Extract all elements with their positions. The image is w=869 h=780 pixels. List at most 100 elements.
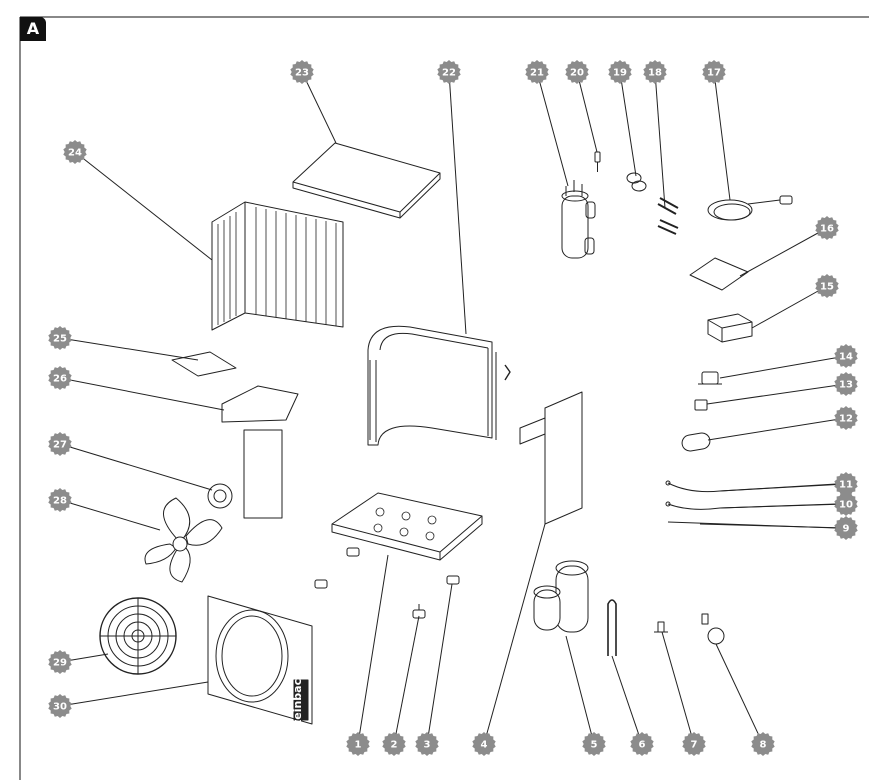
base-plate-drawing bbox=[331, 492, 483, 561]
leader-line-capillary-tube bbox=[611, 655, 643, 745]
front-panel-drawing bbox=[207, 595, 313, 725]
control-box-drawing bbox=[707, 313, 753, 343]
brand-logo: Steinbach bbox=[291, 671, 304, 733]
part-number: 30 bbox=[53, 702, 67, 713]
capacitor-drawing bbox=[681, 432, 711, 452]
badge-shape bbox=[415, 732, 439, 756]
part-number: 26 bbox=[53, 374, 67, 385]
badge-shape bbox=[48, 650, 72, 674]
part-number: 28 bbox=[53, 496, 67, 507]
relay-drawing bbox=[698, 371, 722, 385]
compressor-drawing bbox=[533, 560, 589, 633]
callout-top-cover: 23 bbox=[290, 60, 314, 84]
leader-line-sensor-cable-long bbox=[719, 483, 847, 492]
callout-front-panel: 30 bbox=[48, 694, 72, 718]
badge-shape bbox=[565, 60, 589, 84]
badge-shape bbox=[346, 732, 370, 756]
callout-temperature-probe: 8 bbox=[751, 732, 775, 756]
badge-shape bbox=[525, 60, 549, 84]
leader-lines bbox=[59, 71, 847, 745]
part-number: 13 bbox=[839, 380, 853, 391]
callout-rubber-foot: 3 bbox=[415, 732, 439, 756]
badge-shape bbox=[382, 732, 406, 756]
bracket-drawing bbox=[171, 351, 237, 377]
heat-exchanger-drawing bbox=[561, 180, 596, 259]
pressure-switch-drawing bbox=[654, 621, 668, 633]
leader-line-terminal-block bbox=[706, 383, 847, 405]
callout-hose-clamp: 19 bbox=[608, 60, 632, 84]
terminal-block-drawing bbox=[694, 399, 708, 411]
part-number: 1 bbox=[355, 740, 362, 751]
callout-pressure-switch: 7 bbox=[682, 732, 706, 756]
badge-shape bbox=[834, 472, 858, 496]
badge-shape bbox=[290, 60, 314, 84]
callout-sensor-wire: 9 bbox=[834, 516, 858, 540]
part-number: 16 bbox=[820, 224, 834, 235]
leader-line-evaporator-coil bbox=[448, 71, 467, 335]
badge-shape bbox=[472, 732, 496, 756]
leader-line-base-foot bbox=[357, 554, 389, 745]
callout-sensor-cable-long: 11 bbox=[834, 472, 858, 496]
evaporator-coil-drawing bbox=[367, 325, 511, 446]
leader-line-hose-connector bbox=[654, 71, 666, 209]
callout-rear-grille: 24 bbox=[63, 140, 87, 164]
part-number: 3 bbox=[424, 740, 431, 751]
leader-line-motor-bracket bbox=[59, 377, 225, 411]
part-number: 27 bbox=[53, 440, 67, 451]
leader-line-pressure-switch bbox=[661, 631, 695, 745]
part-number: 15 bbox=[820, 282, 834, 293]
part-number: 6 bbox=[639, 740, 646, 751]
badge-shape bbox=[48, 694, 72, 718]
badge-shape bbox=[608, 60, 632, 84]
part-number: 14 bbox=[839, 352, 853, 363]
leader-line-capacitor bbox=[707, 417, 847, 441]
part-number: 18 bbox=[648, 68, 662, 79]
part-number: 8 bbox=[760, 740, 767, 751]
badge-shape bbox=[834, 406, 858, 430]
badge-shape bbox=[682, 732, 706, 756]
callout-divider-panel: 4 bbox=[472, 732, 496, 756]
leader-line-bracket bbox=[59, 337, 199, 361]
callout-fan-guard: 29 bbox=[48, 650, 72, 674]
badge-shape bbox=[48, 366, 72, 390]
fan-blade-drawing bbox=[144, 497, 223, 583]
leader-line-valve-core bbox=[576, 71, 598, 153]
badge-shape bbox=[582, 732, 606, 756]
leader-line-sensor-cable bbox=[719, 503, 847, 509]
power-cable-drawing bbox=[707, 195, 793, 221]
leader-line-relay bbox=[719, 355, 847, 379]
callout-heat-exchanger: 21 bbox=[525, 60, 549, 84]
fan-motor-drawing bbox=[207, 483, 233, 509]
rear-grille-drawing bbox=[211, 201, 344, 331]
leader-line-control-box bbox=[751, 285, 828, 329]
hose-connector-drawing bbox=[657, 197, 679, 235]
leader-line-divider-panel bbox=[483, 523, 546, 745]
callout-relay: 14 bbox=[834, 344, 858, 368]
leader-line-sensor-wire bbox=[699, 523, 847, 529]
callout-hose-connector: 18 bbox=[643, 60, 667, 84]
leader-line-temperature-probe bbox=[715, 643, 764, 745]
part-number: 21 bbox=[530, 68, 544, 79]
top-cover-drawing bbox=[292, 142, 441, 219]
part-number: 12 bbox=[839, 414, 853, 425]
callout-capillary-tube: 6 bbox=[630, 732, 654, 756]
callout-evaporator-coil: 22 bbox=[437, 60, 461, 84]
part-number: 9 bbox=[843, 524, 850, 535]
badge-shape bbox=[437, 60, 461, 84]
leader-line-hose-clamp bbox=[619, 71, 637, 177]
feet-drawing bbox=[314, 547, 460, 619]
part-number: 29 bbox=[53, 658, 67, 669]
badge-shape bbox=[48, 326, 72, 350]
callout-fan-motor: 27 bbox=[48, 432, 72, 456]
badge-shape bbox=[834, 492, 858, 516]
part-number: 10 bbox=[839, 500, 853, 511]
callout-sensor-cable: 10 bbox=[834, 492, 858, 516]
part-number: 24 bbox=[68, 148, 82, 159]
part-number: 7 bbox=[691, 740, 698, 751]
hose-clamp-drawing bbox=[626, 172, 647, 192]
valve-core-drawing bbox=[594, 151, 601, 172]
badge-shape bbox=[63, 140, 87, 164]
leader-line-top-cover bbox=[301, 71, 337, 144]
